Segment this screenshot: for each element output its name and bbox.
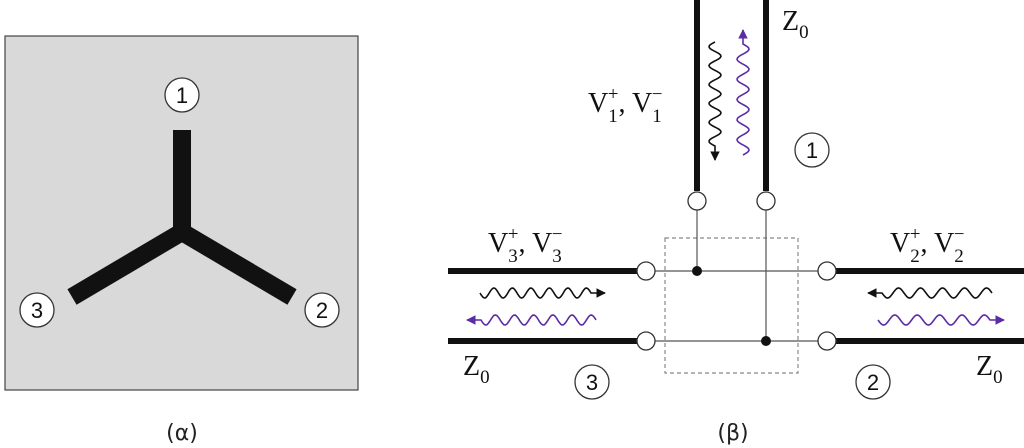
junction-center xyxy=(173,223,191,241)
terminal-2b xyxy=(817,331,837,351)
wave-reflected-port-1 xyxy=(736,29,750,156)
label-port-1-waves: V1+, V1− xyxy=(588,84,662,127)
terminal-1a xyxy=(687,191,707,211)
wave-reflected-port-2 xyxy=(877,314,1005,326)
y-junction xyxy=(67,130,297,305)
wave-incident-port-1 xyxy=(708,41,722,161)
label-port-2-waves: V2+, V2− xyxy=(890,224,964,267)
impedance-port-1: Z0 xyxy=(782,6,809,43)
terminal-3a xyxy=(636,261,656,281)
caption-alpha: (α) xyxy=(166,421,198,446)
port-number-2: 2 xyxy=(316,298,328,323)
wave-incident-port-3 xyxy=(479,287,606,299)
internal-wiring xyxy=(655,210,818,342)
label-port-3-waves: V3+, V3− xyxy=(488,224,562,267)
port-marker-2: 2 xyxy=(304,292,340,328)
port-number-3: 3 xyxy=(31,298,43,323)
port-marker-1: 1 xyxy=(164,77,200,113)
port-b-number-1: 1 xyxy=(806,138,818,163)
port-number-1: 1 xyxy=(176,83,188,108)
terminal-3b xyxy=(636,331,656,351)
caption-beta: (β) xyxy=(717,421,748,446)
wave-arrows xyxy=(466,29,1005,326)
panel-alpha: 1 2 3 (α) xyxy=(4,35,359,446)
junction-node-a xyxy=(692,266,702,276)
port-marker-3: 3 xyxy=(19,292,55,328)
line-port-2 xyxy=(835,268,1024,344)
port-circle-1: 1 xyxy=(794,132,830,168)
port-b-number-2: 2 xyxy=(867,370,879,395)
port-b-number-3: 3 xyxy=(586,370,598,395)
line-port-1 xyxy=(694,0,769,191)
port-circle-2: 2 xyxy=(855,364,891,400)
port-circle-3: 3 xyxy=(574,364,610,400)
impedance-port-3: Z0 xyxy=(463,351,490,388)
junction-box xyxy=(664,237,799,374)
wave-reflected-port-3 xyxy=(466,314,597,326)
terminal-2a xyxy=(817,261,837,281)
terminal-1b xyxy=(756,191,776,211)
panel-beta: 1 2 3 V1+, V1− Z0 V3+, V3− Z0 V2+, V2− xyxy=(448,0,1024,446)
terminals xyxy=(636,191,837,351)
arm-3 xyxy=(67,224,187,305)
wave-incident-port-2 xyxy=(867,287,993,299)
arm-2 xyxy=(177,224,297,305)
impedance-port-2: Z0 xyxy=(976,351,1003,388)
junction-node-b xyxy=(761,336,771,346)
line-port-3 xyxy=(448,268,639,344)
